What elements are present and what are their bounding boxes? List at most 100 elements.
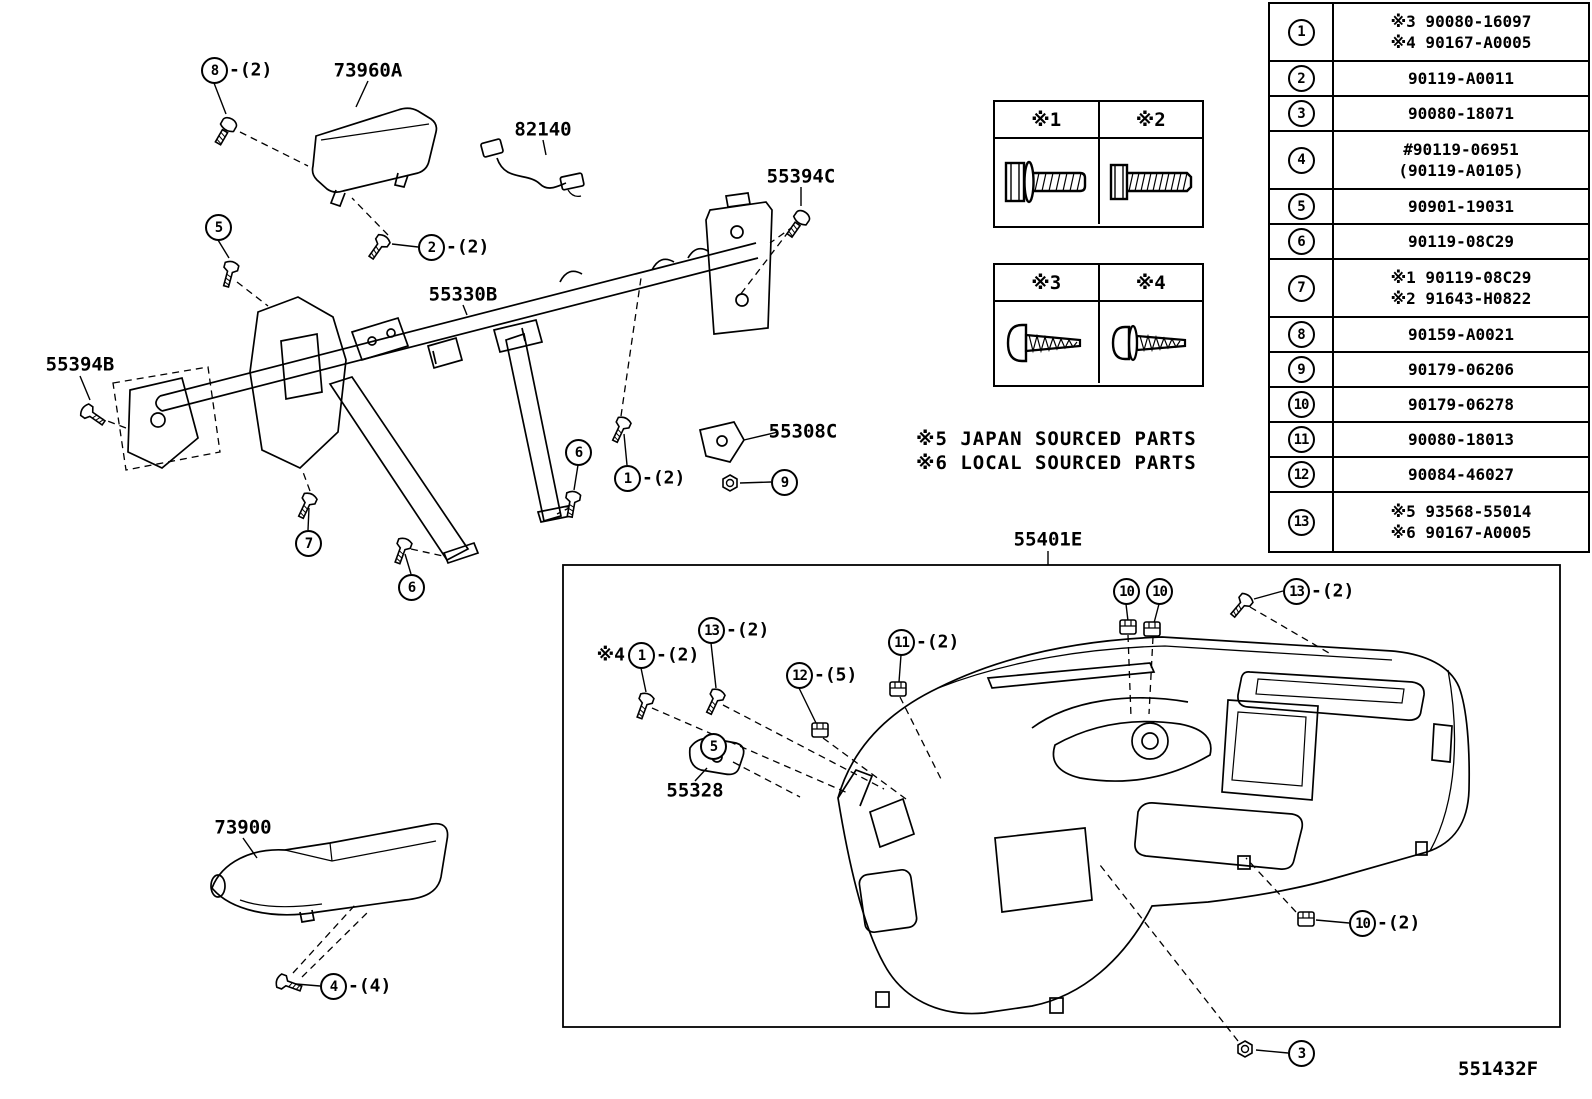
callout-cell: 10 (1270, 388, 1334, 421)
part-number-cell: ※5 93568-55014※6 90167-A0005 (1334, 493, 1588, 551)
part-number: 90179-06206 (1408, 359, 1514, 379)
parts-table-row[interactable]: 13※5 93568-55014※6 90167-A0005 (1270, 493, 1588, 551)
callout-circle: 12 (786, 662, 813, 689)
sourcing-notes: ※5 JAPAN SOURCED PARTS ※6 LOCAL SOURCED … (916, 427, 1197, 475)
callout-number-badge: 10 (1287, 391, 1315, 418)
callout-qty: -(2) (916, 631, 960, 653)
construction-lines (96, 131, 1330, 1042)
part-number-cell: ※3 90080-16097※4 90167-A0005 (1334, 4, 1588, 60)
part-number-cell: 90179-06278 (1334, 388, 1588, 421)
part-label-55328[interactable]: 55328 (666, 779, 724, 802)
callout-number-badge: 12 (1287, 461, 1315, 488)
fastener-legend-box-1: ※1 ※2 (993, 100, 1204, 228)
bracket-55394B-part (112, 366, 221, 471)
part-number-cell: 90901-19031 (1334, 190, 1588, 223)
callout-cell: 1 (1270, 4, 1334, 60)
screw-washer-icon (1111, 324, 1186, 361)
callout-cell: 11 (1270, 423, 1334, 456)
callout-circle: 10 (1113, 578, 1140, 605)
callout-circle: 4 (320, 973, 347, 1000)
part-number: 90901-19031 (1408, 196, 1514, 216)
part-number: 90159-A0021 (1408, 324, 1514, 344)
airbag-module-part (311, 107, 438, 208)
callout-circle: 1 (614, 465, 641, 492)
part-number-cell: 90179-06206 (1334, 353, 1588, 386)
callout-prefix: ※4 (596, 644, 625, 666)
part-number-cell: 90119-08C29 (1334, 225, 1588, 258)
part-label-73900[interactable]: 73900 (214, 816, 272, 839)
callout-qty: -(2) (446, 236, 490, 258)
part-label-55401E[interactable]: 55401E (1013, 528, 1083, 551)
diagram-code: 551432F (1458, 1058, 1539, 1080)
part-number: 90080-18013 (1408, 429, 1514, 449)
part-number-cell: 90080-18013 (1334, 423, 1588, 456)
legend-label: ※1 (1031, 108, 1062, 131)
callout-cell: 7 (1270, 260, 1334, 316)
callout-cell: 8 (1270, 318, 1334, 351)
note-local-sourced: ※6 LOCAL SOURCED PARTS (916, 452, 1197, 474)
callout-number-badge: 1 (1287, 18, 1315, 46)
callout-number-badge: 5 (1287, 193, 1315, 220)
part-number-cell: ※1 90119-08C29※2 91643-H0822 (1334, 260, 1588, 316)
part-number: 90179-06278 (1408, 394, 1514, 414)
parts-table-row[interactable]: 10 90179-06278 (1270, 388, 1588, 423)
part-number: ※4 90167-A0005 (1390, 32, 1532, 52)
callout-cell: 13 (1270, 493, 1334, 551)
callout-circle: 2 (418, 234, 445, 261)
part-number: ※1 90119-08C29 (1390, 268, 1532, 288)
parts-table-row[interactable]: 3 90080-18071 (1270, 97, 1588, 132)
callout-circle: 13 (698, 617, 725, 644)
part-label-55308C[interactable]: 55308C (768, 420, 838, 443)
parts-table-row[interactable]: 9 90179-06206 (1270, 353, 1588, 388)
crossmember-part (155, 192, 773, 565)
parts-table-row[interactable]: 1 ※3 90080-16097※4 90167-A0005 (1270, 4, 1588, 62)
callout-number-badge: 3 (1287, 100, 1315, 127)
parts-table-row[interactable]: 11 90080-18013 (1270, 423, 1588, 458)
lower-panel-part (210, 822, 449, 923)
callout-number-badge: 4 (1287, 146, 1315, 174)
part-number: 90119-08C29 (1408, 231, 1514, 251)
part-label-82140[interactable]: 82140 (514, 118, 572, 141)
callout-circle: 9 (771, 469, 798, 496)
instrument-panel-part (837, 636, 1471, 1015)
callout-number-badge: 6 (1287, 228, 1315, 255)
callout-cell: 2 (1270, 62, 1334, 95)
callout-number-badge: 8 (1287, 321, 1315, 348)
part-number: 90119-A0011 (1408, 68, 1514, 88)
part-label-55394C[interactable]: 55394C (766, 165, 836, 188)
callout-qty: -(2) (726, 619, 770, 641)
part-number: ※2 91643-H0822 (1390, 288, 1532, 308)
parts-table-row[interactable]: 5 90901-19031 (1270, 190, 1588, 225)
screw-pan-icon (1007, 323, 1082, 362)
callout-qty: -(2) (229, 59, 273, 81)
callout-cell: 9 (1270, 353, 1334, 386)
part-number: (90119-A0105) (1398, 160, 1524, 180)
callout-circle: 11 (888, 629, 915, 656)
part-number: #90119-06951 (1403, 140, 1519, 160)
parts-table-row[interactable]: 8 90159-A0021 (1270, 318, 1588, 353)
callout-circle: 10 (1349, 910, 1376, 937)
part-label-73960A[interactable]: 73960A (333, 59, 403, 82)
part-number: 90080-18071 (1408, 103, 1514, 123)
callout-circle: 6 (398, 574, 425, 601)
part-number-cell: 90080-18071 (1334, 97, 1588, 130)
part-label-55394B[interactable]: 55394B (45, 353, 115, 376)
panel-assembly-box (562, 564, 1561, 1028)
callout-qty: -(2) (656, 644, 700, 666)
callout-qty: -(4) (348, 975, 392, 997)
note-japan-sourced: ※5 JAPAN SOURCED PARTS (916, 428, 1197, 450)
parts-table-row[interactable]: 2 90119-A0011 (1270, 62, 1588, 97)
callout-qty: -(5) (814, 664, 858, 686)
part-label-55330B[interactable]: 55330B (428, 283, 498, 306)
part-number: ※3 90080-16097 (1390, 12, 1532, 32)
callout-number-badge: 7 (1287, 274, 1315, 302)
parts-table-row[interactable]: 4 #90119-06951(90119-A0105) (1270, 132, 1588, 190)
wire-harness-part (480, 138, 585, 197)
callout-cell: 3 (1270, 97, 1334, 130)
legend-label: ※2 (1097, 102, 1203, 137)
callout-number-badge: 2 (1287, 65, 1315, 92)
parts-table-row[interactable]: 6 90119-08C29 (1270, 225, 1588, 260)
parts-table-row[interactable]: 7 ※1 90119-08C29※2 91643-H0822 (1270, 260, 1588, 318)
